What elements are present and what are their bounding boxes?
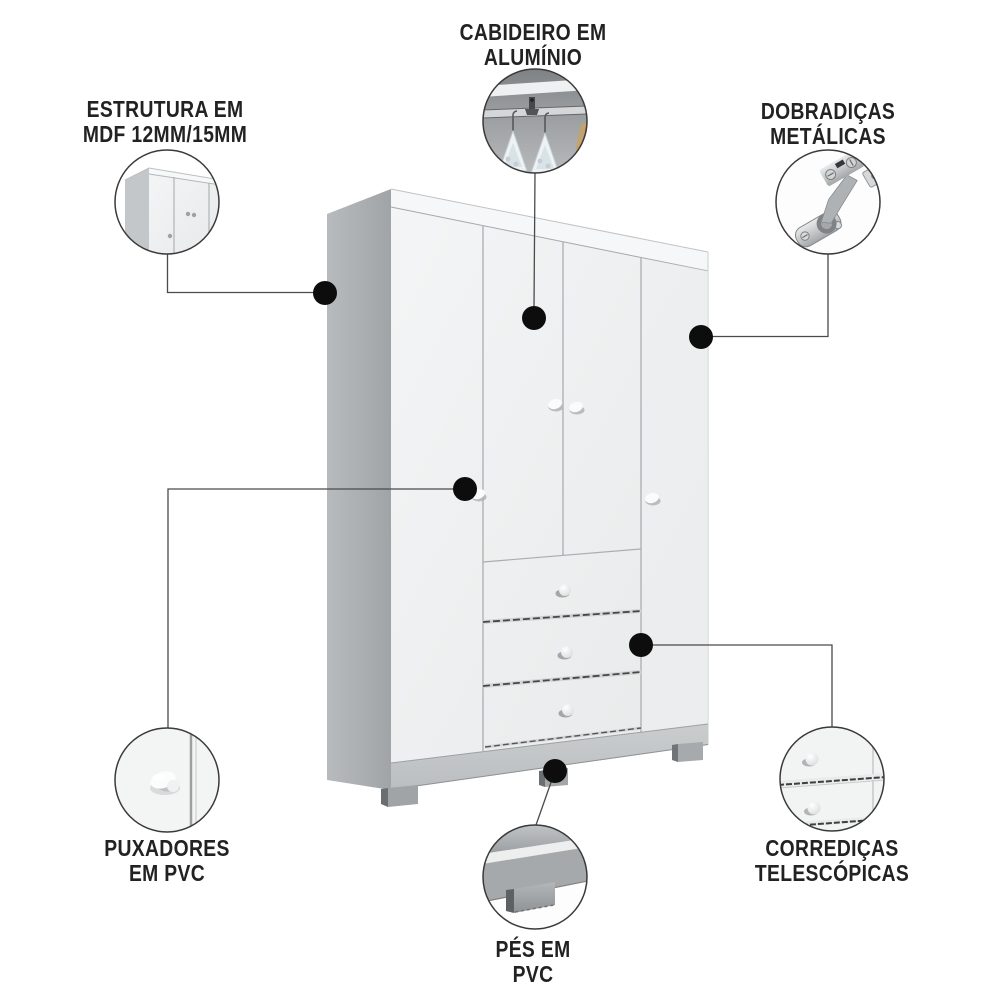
- handle-door3: [569, 401, 585, 415]
- drawer-knob: [807, 801, 821, 815]
- thumb-border: [775, 149, 881, 255]
- shelf-highlight: [483, 79, 587, 97]
- plinth-top-edge: [390, 723, 709, 764]
- top-strip-edge: [390, 206, 709, 272]
- connector-puxadores: [167, 488, 465, 728]
- drawer-top-line: [482, 548, 642, 563]
- label-line: ESTRUTURA EM: [86, 96, 244, 122]
- thumb-border: [482, 824, 588, 930]
- thumb-border: [114, 727, 220, 833]
- dot-pes: [543, 759, 567, 783]
- hanger-icon: [530, 112, 560, 173]
- drawer-gap-1: [482, 610, 642, 623]
- callout-connectors: [166, 172, 833, 826]
- label-line: PVC: [512, 961, 554, 987]
- dot-dobradicas: [689, 325, 713, 349]
- callout-label-pes: PÉS EM PVC: [399, 937, 668, 987]
- label-line: CABIDEIRO EM: [459, 19, 607, 45]
- thumb-pvc-feet: [482, 824, 588, 930]
- drawer-gap-line-1: [780, 776, 884, 786]
- rod-support: [525, 97, 539, 115]
- thumb-wardrobe-structure: [114, 149, 220, 255]
- label-line: TELESCÓPICAS: [754, 860, 910, 886]
- dot-corredicas: [629, 633, 653, 657]
- thumb-pvc-handle: [114, 727, 220, 833]
- callout-label-cabideiro: CABIDEIRO EM ALUMÍNIO: [399, 20, 668, 70]
- callout-label-puxadores: PUXADORES EM PVC: [33, 836, 302, 886]
- wardrobe-top-strip: [391, 189, 708, 271]
- dot-estrutura: [313, 281, 337, 305]
- wardrobe-plinth: [391, 724, 708, 790]
- dot-puxadores: [453, 477, 477, 501]
- drawer-knob: [805, 752, 819, 766]
- callout-dots: [313, 281, 713, 783]
- label-line: METÁLICAS: [770, 123, 886, 149]
- callout-label-dobradicas: DOBRADIÇAS METÁLICAS: [694, 99, 963, 149]
- drawer-gap-2: [482, 671, 642, 687]
- thumb-metal-hinge: [775, 149, 881, 255]
- top-edge: [390, 188, 709, 253]
- door-handles: [471, 398, 661, 506]
- thumb-drawer-slides: [779, 726, 885, 832]
- label-line: ALUMÍNIO: [483, 44, 583, 70]
- drawer-knobs: [555, 584, 574, 718]
- label-line: PÉS EM: [495, 936, 571, 962]
- label-line: EM PVC: [128, 860, 206, 886]
- thumb-border: [114, 149, 220, 255]
- handle-door4: [645, 492, 661, 506]
- drawer-bottom-line: [484, 727, 642, 748]
- label-line: MDF 12MM/15MM: [82, 121, 248, 147]
- base-highlight: [483, 838, 587, 864]
- label-line: CORREDIÇAS: [765, 835, 899, 861]
- wardrobe-front-face: [391, 189, 708, 790]
- right-door-shade: [641, 258, 708, 732]
- thumb-border: [482, 68, 588, 174]
- wardrobe-illustration: [327, 188, 709, 807]
- pvc-foot: [506, 882, 555, 913]
- label-line: PUXADORES: [104, 835, 230, 861]
- dot-cabideiro: [522, 306, 546, 330]
- plinth-band: [483, 847, 587, 902]
- handle-door2: [548, 398, 564, 412]
- connector-cabideiro: [533, 172, 536, 309]
- thumb-border: [779, 726, 885, 832]
- callout-label-corredicas: CORREDIÇAS TELESCÓPICAS: [698, 836, 967, 886]
- connector-dobradicas: [701, 254, 829, 338]
- connector-corredicas: [641, 644, 833, 727]
- label-line: DOBRADIÇAS: [760, 98, 896, 124]
- callout-label-estrutura: ESTRUTURA EM MDF 12MM/15MM: [31, 97, 300, 147]
- connector-estrutura: [166, 254, 325, 294]
- thumb-hanging-rod: [482, 68, 588, 174]
